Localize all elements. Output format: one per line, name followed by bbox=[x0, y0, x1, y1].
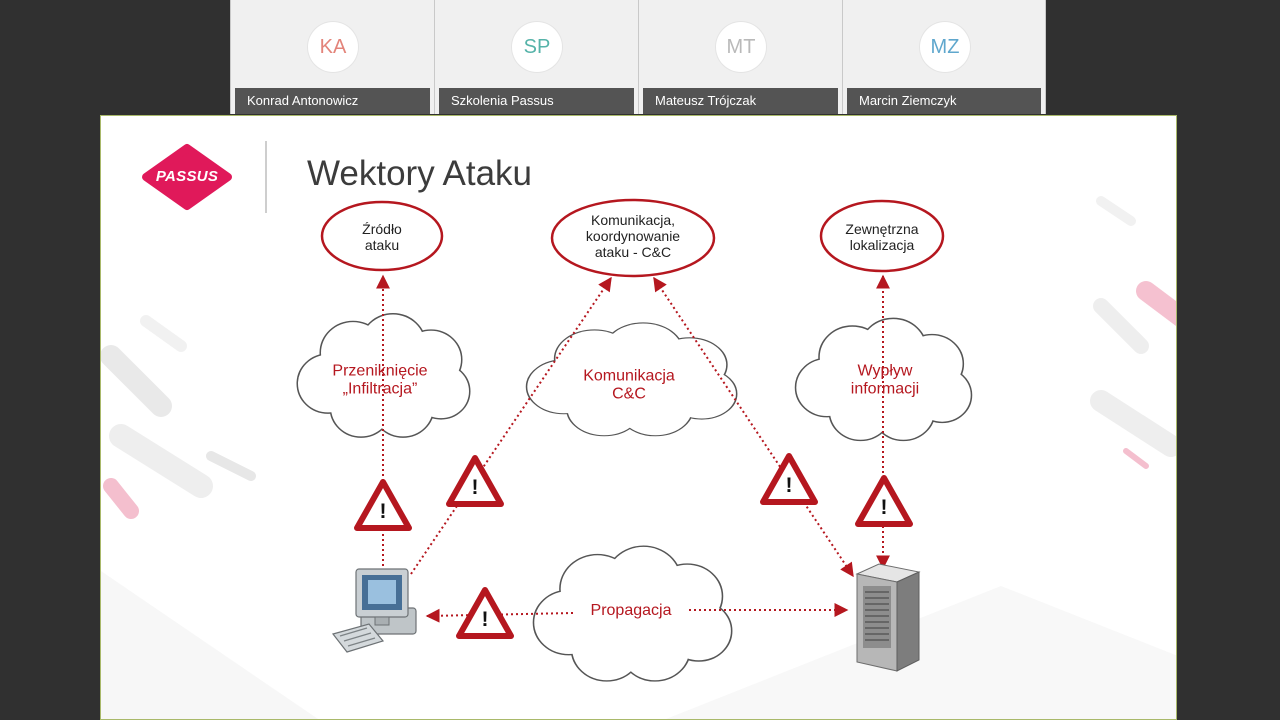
desktop-computer-icon bbox=[331, 568, 417, 653]
cloud-propagation-label: Propagacja bbox=[590, 601, 672, 621]
warning-mark: ! bbox=[379, 499, 387, 523]
warning-mark: ! bbox=[471, 475, 479, 499]
participant-tile-4[interactable]: MZ Marcin Ziemczyk bbox=[842, 0, 1046, 114]
avatar: SP bbox=[512, 22, 562, 72]
warning-mark: ! bbox=[785, 473, 793, 497]
cloud-infiltration-label: Przeniknięcie„Infiltracja” bbox=[332, 362, 428, 398]
warning-mark: ! bbox=[481, 607, 489, 631]
participant-tile-1[interactable]: KA Konrad Antonowicz bbox=[230, 0, 434, 114]
arrow-prop-left bbox=[425, 608, 574, 623]
participant-tile-3[interactable]: MT Mateusz Trójczak bbox=[638, 0, 842, 114]
participant-name: Szkolenia Passus bbox=[439, 88, 634, 114]
passus-logo-shape bbox=[142, 144, 232, 210]
slide-title: Wektory Ataku bbox=[307, 154, 533, 193]
warning-mark: ! bbox=[880, 495, 888, 519]
cnc-node bbox=[550, 198, 716, 278]
external-node bbox=[819, 199, 945, 273]
avatar: KA bbox=[308, 22, 358, 72]
avatar: MT bbox=[716, 22, 766, 72]
participant-name: Konrad Antonowicz bbox=[235, 88, 430, 114]
source-node bbox=[320, 200, 444, 272]
attack-arrows bbox=[376, 274, 890, 623]
participant-name: Mateusz Trójczak bbox=[643, 88, 838, 114]
attack-vectors-diagram bbox=[101, 141, 1176, 719]
avatar: MZ bbox=[920, 22, 970, 72]
passus-logo: PASSUS bbox=[155, 168, 219, 185]
participant-tile-2[interactable]: SP Szkolenia Passus bbox=[434, 0, 638, 114]
participant-name: Marcin Ziemczyk bbox=[847, 88, 1041, 114]
server-icon bbox=[855, 563, 921, 672]
